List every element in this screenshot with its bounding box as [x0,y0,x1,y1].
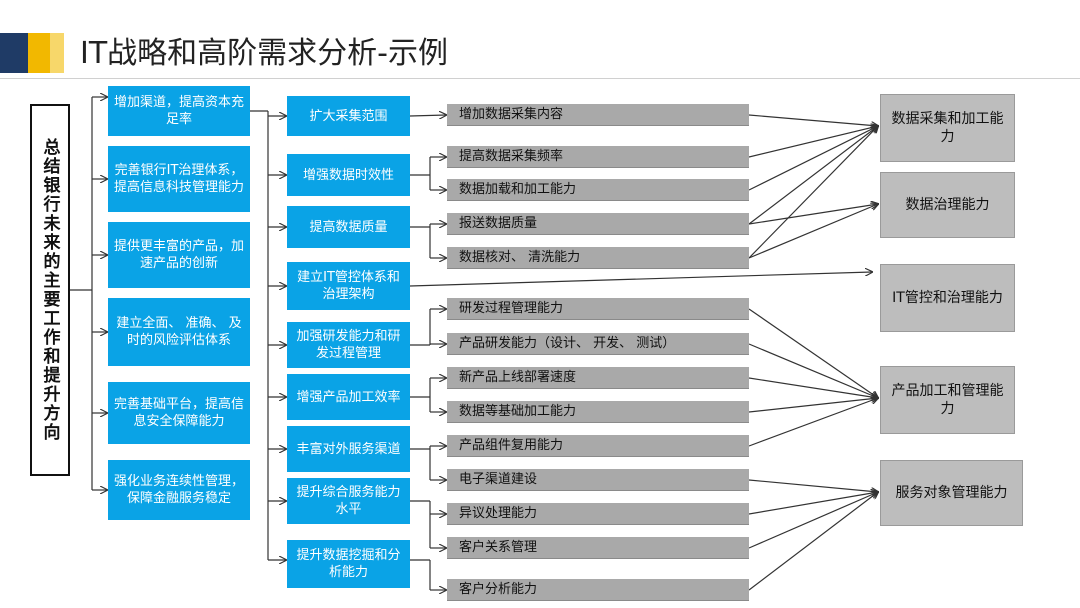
connector-arrow [409,115,446,116]
accent-bar-dark [0,33,28,73]
connector-arrow [748,398,878,447]
capability-bar: 电子渠道建设 [447,469,749,491]
capability-bar: 数据加载和加工能力 [447,179,749,201]
connector-arrow [748,126,878,191]
connector-arrow [748,126,878,225]
initiative-box: 建立IT管控体系和治理架构 [287,262,410,310]
capability-bar: 数据核对、 清洗能力 [447,247,749,269]
accent-bar-gold [28,33,50,73]
capability-bar: 提高数据采集频率 [447,146,749,168]
vertical-title-box: 总结银行未来的主要工作和提升方向 [30,104,70,476]
outcome-box: 数据采集和加工能力 [880,94,1015,162]
initiative-box: 提升综合服务能力水平 [287,478,410,524]
connector-arrow [748,308,878,398]
connector-arrow [409,272,872,287]
vertical-title-text: 总结银行未来的主要工作和提升方向 [39,138,60,442]
capability-bar: 报送数据质量 [447,213,749,235]
connector-arrow [748,492,878,591]
connector-arrow [748,204,878,225]
capability-bar: 增加数据采集内容 [447,104,749,126]
initiative-box: 增强数据时效性 [287,154,410,196]
connector-arrow [748,114,878,126]
connector-arrow [748,204,878,259]
capability-bar: 产品研发能力（设计、 开发、 测试） [447,333,749,355]
capability-bar: 客户分析能力 [447,579,749,601]
capability-bar: 研发过程管理能力 [447,298,749,320]
connector-arrow [748,126,878,259]
initiative-box: 提高数据质量 [287,206,410,248]
outcome-box: 产品加工和管理能力 [880,366,1015,434]
capability-bar: 客户关系管理 [447,537,749,559]
accent-bar-light [50,33,64,73]
connector-arrow [748,492,878,515]
capability-bar: 数据等基础加工能力 [447,401,749,423]
goal-box: 提供更丰富的产品，加速产品的创新 [108,222,250,288]
goal-box: 增加渠道，提高资本充足率 [108,86,250,136]
initiative-box: 提升数据挖掘和分析能力 [287,540,410,588]
connector-arrow [748,343,878,398]
capability-bar: 新产品上线部署速度 [447,367,749,389]
initiative-box: 丰富对外服务渠道 [287,426,410,472]
initiative-box: 加强研发能力和研发过程管理 [287,322,410,368]
outcome-box: 数据治理能力 [880,172,1015,238]
outcome-box: IT管控和治理能力 [880,264,1015,332]
connector-arrow [748,377,878,398]
goal-box: 强化业务连续性管理，保障金融服务稳定 [108,460,250,520]
connector-arrow [748,479,878,492]
initiative-box: 扩大采集范围 [287,96,410,136]
connector-arrow [748,398,878,413]
initiative-box: 增强产品加工效率 [287,374,410,420]
connector-arrow [748,126,878,158]
goal-box: 完善银行IT治理体系，提高信息科技管理能力 [108,146,250,212]
slide-title: IT战略和高阶需求分析-示例 [80,36,448,71]
connector-arrow [748,492,878,549]
outcome-box: 服务对象管理能力 [880,460,1023,526]
capability-bar: 产品组件复用能力 [447,435,749,457]
goal-box: 建立全面、 准确、 及时的风险评估体系 [108,298,250,366]
title-divider [0,78,1080,79]
goal-box: 完善基础平台，提高信息安全保障能力 [108,382,250,444]
capability-bar: 异议处理能力 [447,503,749,525]
